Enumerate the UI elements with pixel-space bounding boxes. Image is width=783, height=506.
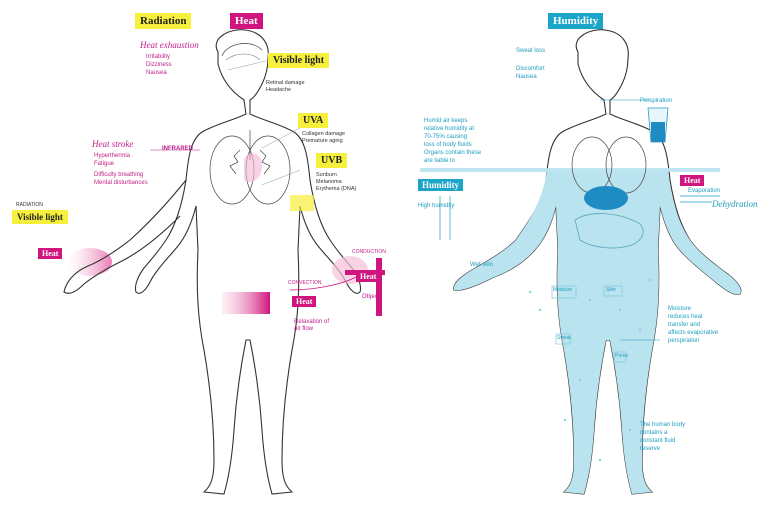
leg-note-right: reduces heat (668, 314, 703, 321)
body-text-line: are liable to (424, 158, 455, 165)
uvb-tag: UVB (316, 153, 347, 168)
heat-exhaustion-line: Irritability (146, 54, 170, 61)
infrared-label: INFRARED (162, 146, 193, 153)
object-bar (376, 258, 382, 316)
body-text-line: loss of body fluids (424, 142, 472, 149)
water-bubble-label: Skin (606, 288, 616, 294)
leg-note-right: affects evaporative (668, 330, 718, 337)
object-label: Object (362, 294, 379, 301)
humidity-tag: Humidity (548, 13, 603, 29)
body-text-line: 70-75% causing (424, 134, 467, 141)
wet-skin-label: Wet skin (470, 262, 493, 269)
radiation-small-label: RADIATION (16, 203, 43, 209)
uva-note: Collagen damage (302, 131, 345, 137)
heat-exhaustion-title: Heat exhaustion (140, 41, 199, 51)
left-body-outline (135, 30, 360, 494)
leg-note-right: perspiration (668, 338, 699, 345)
radiation-tag: Radiation (135, 13, 191, 29)
leg-note: air flow (294, 326, 313, 333)
head-note: Sweat loss (516, 48, 545, 55)
heat-exhaustion-line: Dizziness (146, 62, 172, 69)
visible-light-tag: Visible light (268, 53, 329, 68)
heat-leg-tag: Heat (292, 296, 316, 307)
head-note: Nausea (516, 74, 537, 81)
uvb-note: Erythema (DNA) (316, 186, 356, 192)
uvb-note: Melanoma (316, 179, 342, 185)
heat-hand-tag: Heat (38, 248, 62, 259)
uvb-glow (290, 195, 314, 211)
heat-stroke-line: Difficulty breathing (94, 172, 143, 179)
foot-note: The human body (640, 422, 685, 429)
foot-note: contains a (640, 430, 667, 437)
heat-exhaustion-line: Nausea (146, 70, 167, 77)
humidity-body-tag: Humidity (418, 179, 463, 191)
heat-stroke-line: Fatigue (94, 161, 114, 168)
water-bubble-label: Pores (615, 354, 628, 360)
heat-stroke-title: Heat stroke (92, 140, 133, 150)
uva-tag: UVA (298, 113, 328, 128)
heat-right-tag: Heat (356, 271, 380, 282)
body-text-line: Humid air keeps (424, 118, 467, 125)
heat-tag: Heat (230, 13, 263, 29)
visible-light-note: Retinal damage (266, 80, 305, 86)
conduction-label: CONDUCTION (352, 250, 386, 256)
left-hand-glow (68, 248, 112, 276)
high-humidity-label: High humidity (418, 203, 454, 210)
heat-body-tag: Heat (680, 175, 704, 186)
dehydration-label: Dehydration (712, 200, 758, 210)
stomach-shape (584, 186, 628, 210)
heat-stroke-line: Mental disturbances (94, 180, 148, 187)
body-text-line: Organs contain these (424, 150, 481, 157)
perspiration-label: Perspiration (640, 98, 672, 105)
uva-note: Premature aging (302, 138, 343, 144)
right-body-outline (454, 30, 741, 494)
water-level-band (420, 168, 720, 172)
leg-note-right: transfer and (668, 322, 700, 329)
visible-light-left-tag: Visible light (12, 210, 68, 224)
visible-light-note: Headache (266, 87, 291, 93)
water-glass-icon (648, 108, 668, 142)
body-text-line: relative humidity at (424, 126, 474, 133)
leg-heat-bar (222, 292, 270, 314)
leg-note-right: Moisture (668, 306, 691, 313)
evaporation-label: Evaporation (688, 188, 720, 195)
head-note: Discomfort (516, 66, 545, 73)
uvb-note: Sunburn (316, 172, 337, 178)
heat-stroke-line: Hyperthermia (94, 153, 130, 160)
foot-note: reserve (640, 446, 660, 453)
leg-note: Relaxation of (294, 319, 329, 326)
foot-note: constant fluid (640, 438, 675, 445)
convection-label: CONVECTION (288, 281, 321, 287)
water-bubble-label: Sweat (557, 336, 571, 342)
water-bubble-label: Moisture (553, 288, 572, 294)
